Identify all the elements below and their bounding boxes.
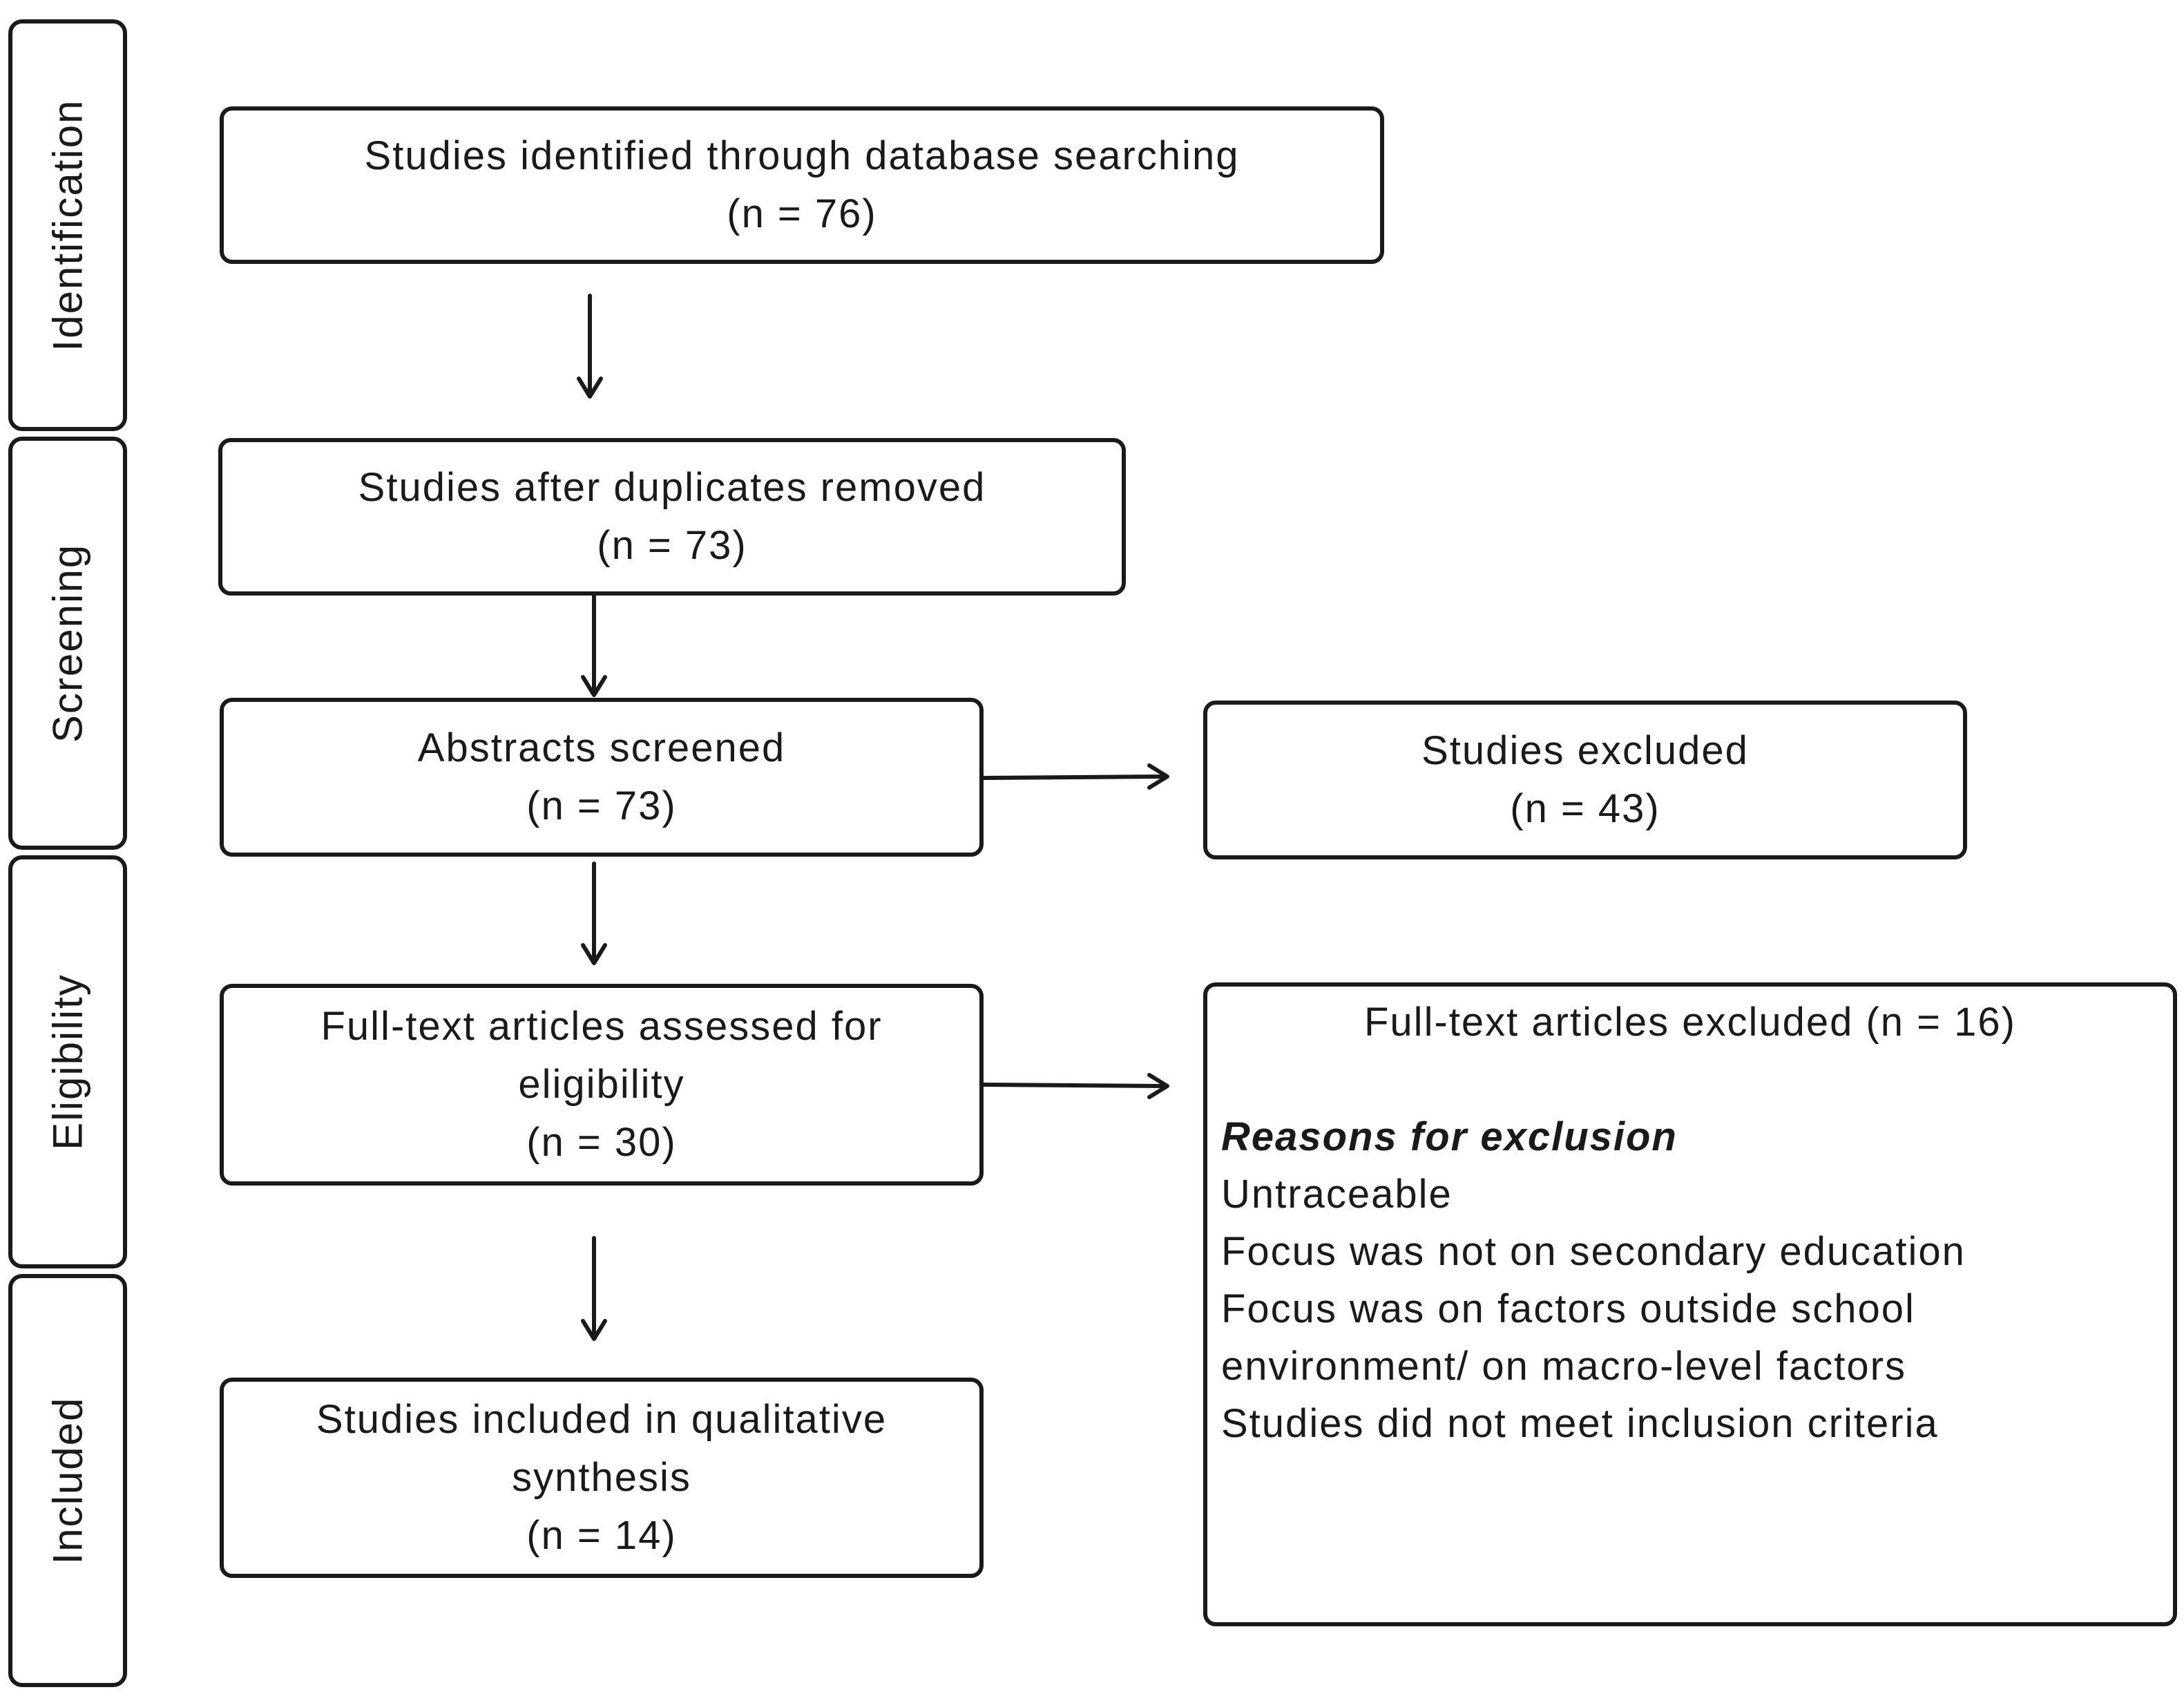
stage-eligibility: Eligibility	[8, 855, 127, 1268]
node-abstracts-screened-text: Abstracts screened	[417, 725, 786, 770]
node-full-text-assessed-text-2: eligibility	[518, 1062, 685, 1107]
node-included-synthesis-text-2: synthesis	[512, 1455, 691, 1500]
node-full-text-assessed-text: Full-text articles assessed for	[320, 1004, 883, 1049]
node-full-text-excluded: Full-text articles excluded (n = 16) Rea…	[1203, 982, 2177, 1626]
node-duplicates-removed-text: Studies after duplicates removed	[358, 465, 986, 510]
node-identified-text: Studies identified through database sear…	[364, 133, 1240, 178]
node-abstracts-screened: Abstracts screened (n = 73)	[220, 698, 984, 857]
arrow-abstracts-to-fulltext	[581, 862, 607, 965]
exclusion-reason: Focus was on factors outside school	[1221, 1286, 1915, 1331]
exclusion-heading: Reasons for exclusion	[1221, 1114, 1678, 1159]
exclusion-reason: Studies did not meet inclusion criteria	[1221, 1401, 1939, 1446]
exclusion-reason: environment/ on macro-level factors	[1221, 1344, 1906, 1389]
stage-identification: Identification	[8, 19, 127, 431]
exclusion-reason: Focus was not on secondary education	[1221, 1229, 1966, 1274]
stage-included: Included	[8, 1274, 127, 1687]
arrow-fulltext-to-included	[581, 1236, 607, 1341]
node-included-synthesis-text: Studies included in qualitative	[316, 1397, 888, 1442]
exclusion-title: Full-text articles excluded (n = 16)	[1364, 1000, 2016, 1045]
node-identified: Studies identified through database sear…	[220, 106, 1384, 264]
node-included-synthesis-count: (n = 14)	[526, 1513, 677, 1558]
node-full-text-assessed: Full-text articles assessed for eligibil…	[220, 984, 984, 1186]
node-duplicates-removed-count: (n = 73)	[597, 523, 747, 568]
node-studies-excluded: Studies excluded (n = 43)	[1203, 701, 1967, 859]
arrow-identified-to-duplicates	[577, 294, 603, 399]
arrow-duplicates-to-abstracts	[581, 593, 607, 697]
arrow-abstracts-to-excluded	[981, 763, 1169, 790]
arrow-fulltext-to-excluded	[981, 1073, 1169, 1099]
stage-screening: Screening	[8, 437, 127, 850]
node-abstracts-screened-count: (n = 73)	[526, 783, 677, 828]
exclusion-reason: Untraceable	[1221, 1172, 1453, 1217]
exclusion-reasons: Reasons for exclusion Untraceable Focus …	[1221, 1108, 2159, 1452]
node-included-synthesis: Studies included in qualitative synthesi…	[220, 1378, 984, 1578]
node-duplicates-removed: Studies after duplicates removed (n = 73…	[218, 438, 1126, 596]
node-full-text-assessed-count: (n = 30)	[526, 1120, 677, 1165]
node-studies-excluded-count: (n = 43)	[1510, 786, 1660, 831]
node-identified-count: (n = 76)	[727, 191, 877, 236]
node-studies-excluded-text: Studies excluded	[1421, 728, 1749, 773]
